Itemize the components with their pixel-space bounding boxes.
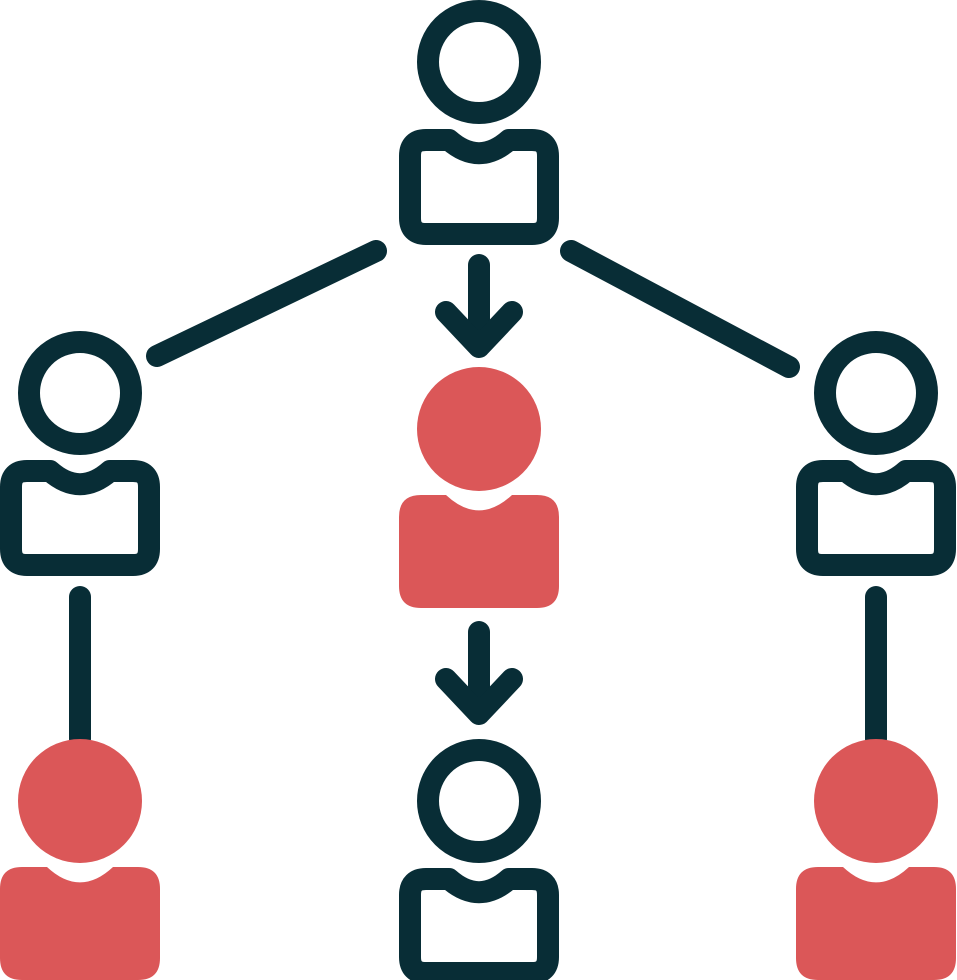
person-outline-icon (399, 0, 559, 245)
connector-line-top-center-to-mid-left (146, 240, 387, 367)
person-filled-icon (0, 739, 160, 980)
person-head (417, 0, 541, 124)
person-head (18, 739, 142, 863)
person-node-top-center (399, 0, 559, 245)
person-body (0, 460, 160, 576)
person-body (399, 129, 559, 245)
person-node-bottom-right (796, 739, 956, 980)
person-head (814, 739, 938, 863)
arrowhead-icon (435, 301, 523, 358)
person-node-mid-left (0, 331, 160, 576)
person-node-bottom-left (0, 739, 160, 980)
person-outline-icon (399, 739, 559, 980)
person-head (18, 331, 142, 455)
person-head (814, 331, 938, 455)
person-body (796, 460, 956, 576)
person-outline-icon (796, 331, 956, 576)
person-filled-icon (399, 367, 559, 608)
person-outline-icon (0, 331, 160, 576)
person-head (417, 739, 541, 863)
person-body (0, 867, 160, 980)
person-head (417, 367, 541, 491)
edge-stroke (146, 240, 387, 367)
person-filled-icon (796, 739, 956, 980)
person-node-bottom-center (399, 739, 559, 980)
connector-line-top-center-to-mid-right (560, 240, 800, 378)
person-body (796, 867, 956, 980)
arrowhead-icon (435, 668, 523, 725)
edge-stroke (560, 240, 800, 378)
down-arrow-top-center-to-mid-center (435, 254, 523, 358)
edges-layer (69, 240, 887, 750)
person-node-mid-center (399, 367, 559, 608)
person-body (399, 495, 559, 608)
down-arrow-mid-center-to-bottom-center (435, 621, 523, 725)
person-node-mid-right (796, 331, 956, 576)
person-body (399, 868, 559, 980)
